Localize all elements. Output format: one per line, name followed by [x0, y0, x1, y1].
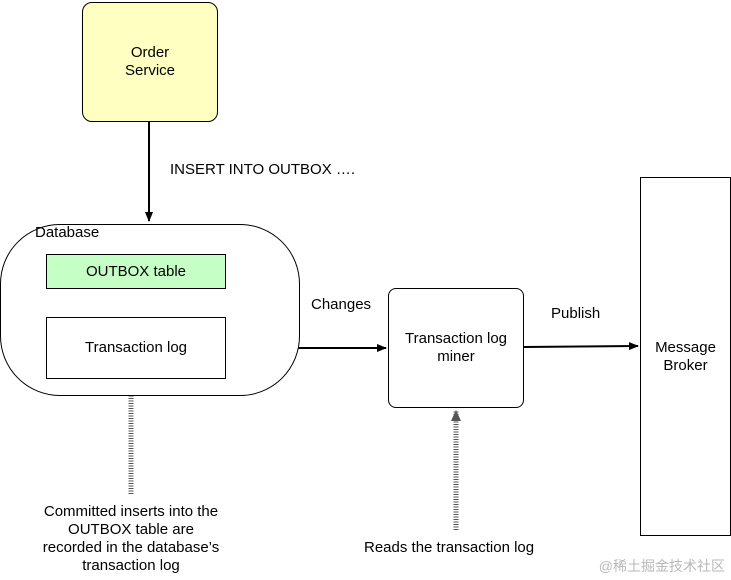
- outbox-table-label: OUTBOX table: [85, 262, 187, 280]
- edge-label-changes: Changes: [311, 296, 372, 313]
- transaction-log-node: Transaction log: [46, 317, 226, 379]
- order-service-node: Order Service: [82, 2, 218, 122]
- transaction-log-miner-node: Transaction log miner: [388, 288, 524, 408]
- database-label: Database: [35, 224, 100, 241]
- message-broker-node: Message Broker: [640, 177, 731, 536]
- message-broker-label: Message Broker: [655, 338, 716, 374]
- outbox-table-node: OUTBOX table: [46, 254, 226, 289]
- order-service-label: Order Service: [124, 44, 176, 79]
- edge-label-insert: INSERT INTO OUTBOX ….: [170, 161, 356, 178]
- arrow-note-reads: [451, 410, 461, 530]
- arrow-note-committed: [126, 381, 136, 494]
- edge-label-publish: Publish: [551, 305, 601, 322]
- arrow-publish: [523, 342, 639, 351]
- note-reads-log: Reads the transaction log: [364, 539, 535, 556]
- watermark-text: @稀土掘金技术社区: [598, 558, 725, 574]
- note-committed-inserts: Committed inserts into the OUTBOX table …: [42, 503, 220, 574]
- transaction-log-miner-label: Transaction log miner: [405, 330, 507, 365]
- transaction-log-label: Transaction log: [85, 339, 187, 356]
